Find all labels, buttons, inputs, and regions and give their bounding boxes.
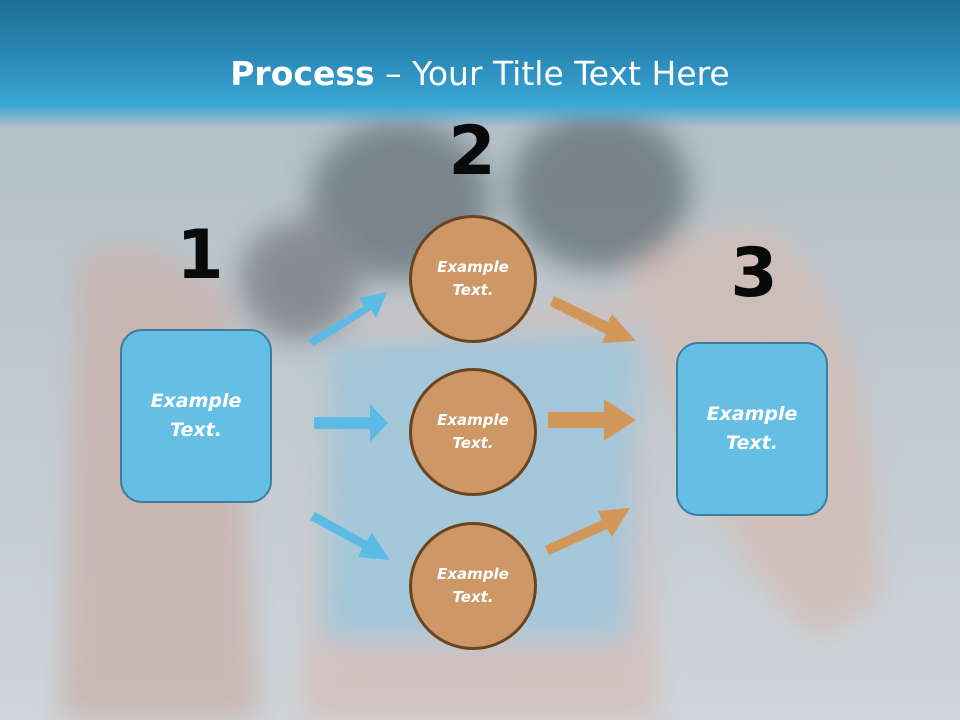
circle-bottom-text: Example Text. bbox=[437, 565, 509, 606]
step-number-3: 3 bbox=[730, 234, 778, 313]
arrow-middle-to-right bbox=[548, 399, 636, 441]
circle-top-text: Example Text. bbox=[437, 258, 509, 299]
right-box-text: Example Text. bbox=[706, 403, 798, 454]
left-box: Example Text. bbox=[120, 329, 272, 503]
arrow-left-to-bottom bbox=[310, 512, 390, 560]
right-box: Example Text. bbox=[676, 342, 828, 516]
circle-middle-text: Example Text. bbox=[437, 411, 509, 452]
step-number-2: 2 bbox=[448, 112, 496, 191]
circle-middle: Example Text. bbox=[409, 368, 537, 496]
step-number-1: 1 bbox=[176, 216, 224, 295]
slide-title: Process – Your Title Text Here bbox=[0, 52, 960, 96]
title-rest: – Your Title Text Here bbox=[374, 54, 730, 93]
arrow-left-to-top bbox=[308, 292, 387, 346]
circle-top: Example Text. bbox=[409, 215, 537, 343]
arrow-bottom-to-right bbox=[545, 508, 630, 555]
arrow-left-to-middle bbox=[314, 404, 388, 442]
left-box-text: Example Text. bbox=[150, 390, 242, 441]
circle-bottom: Example Text. bbox=[409, 522, 537, 650]
title-bold: Process bbox=[230, 54, 375, 93]
header-bar bbox=[0, 0, 960, 128]
arrow-top-to-right bbox=[550, 296, 636, 343]
